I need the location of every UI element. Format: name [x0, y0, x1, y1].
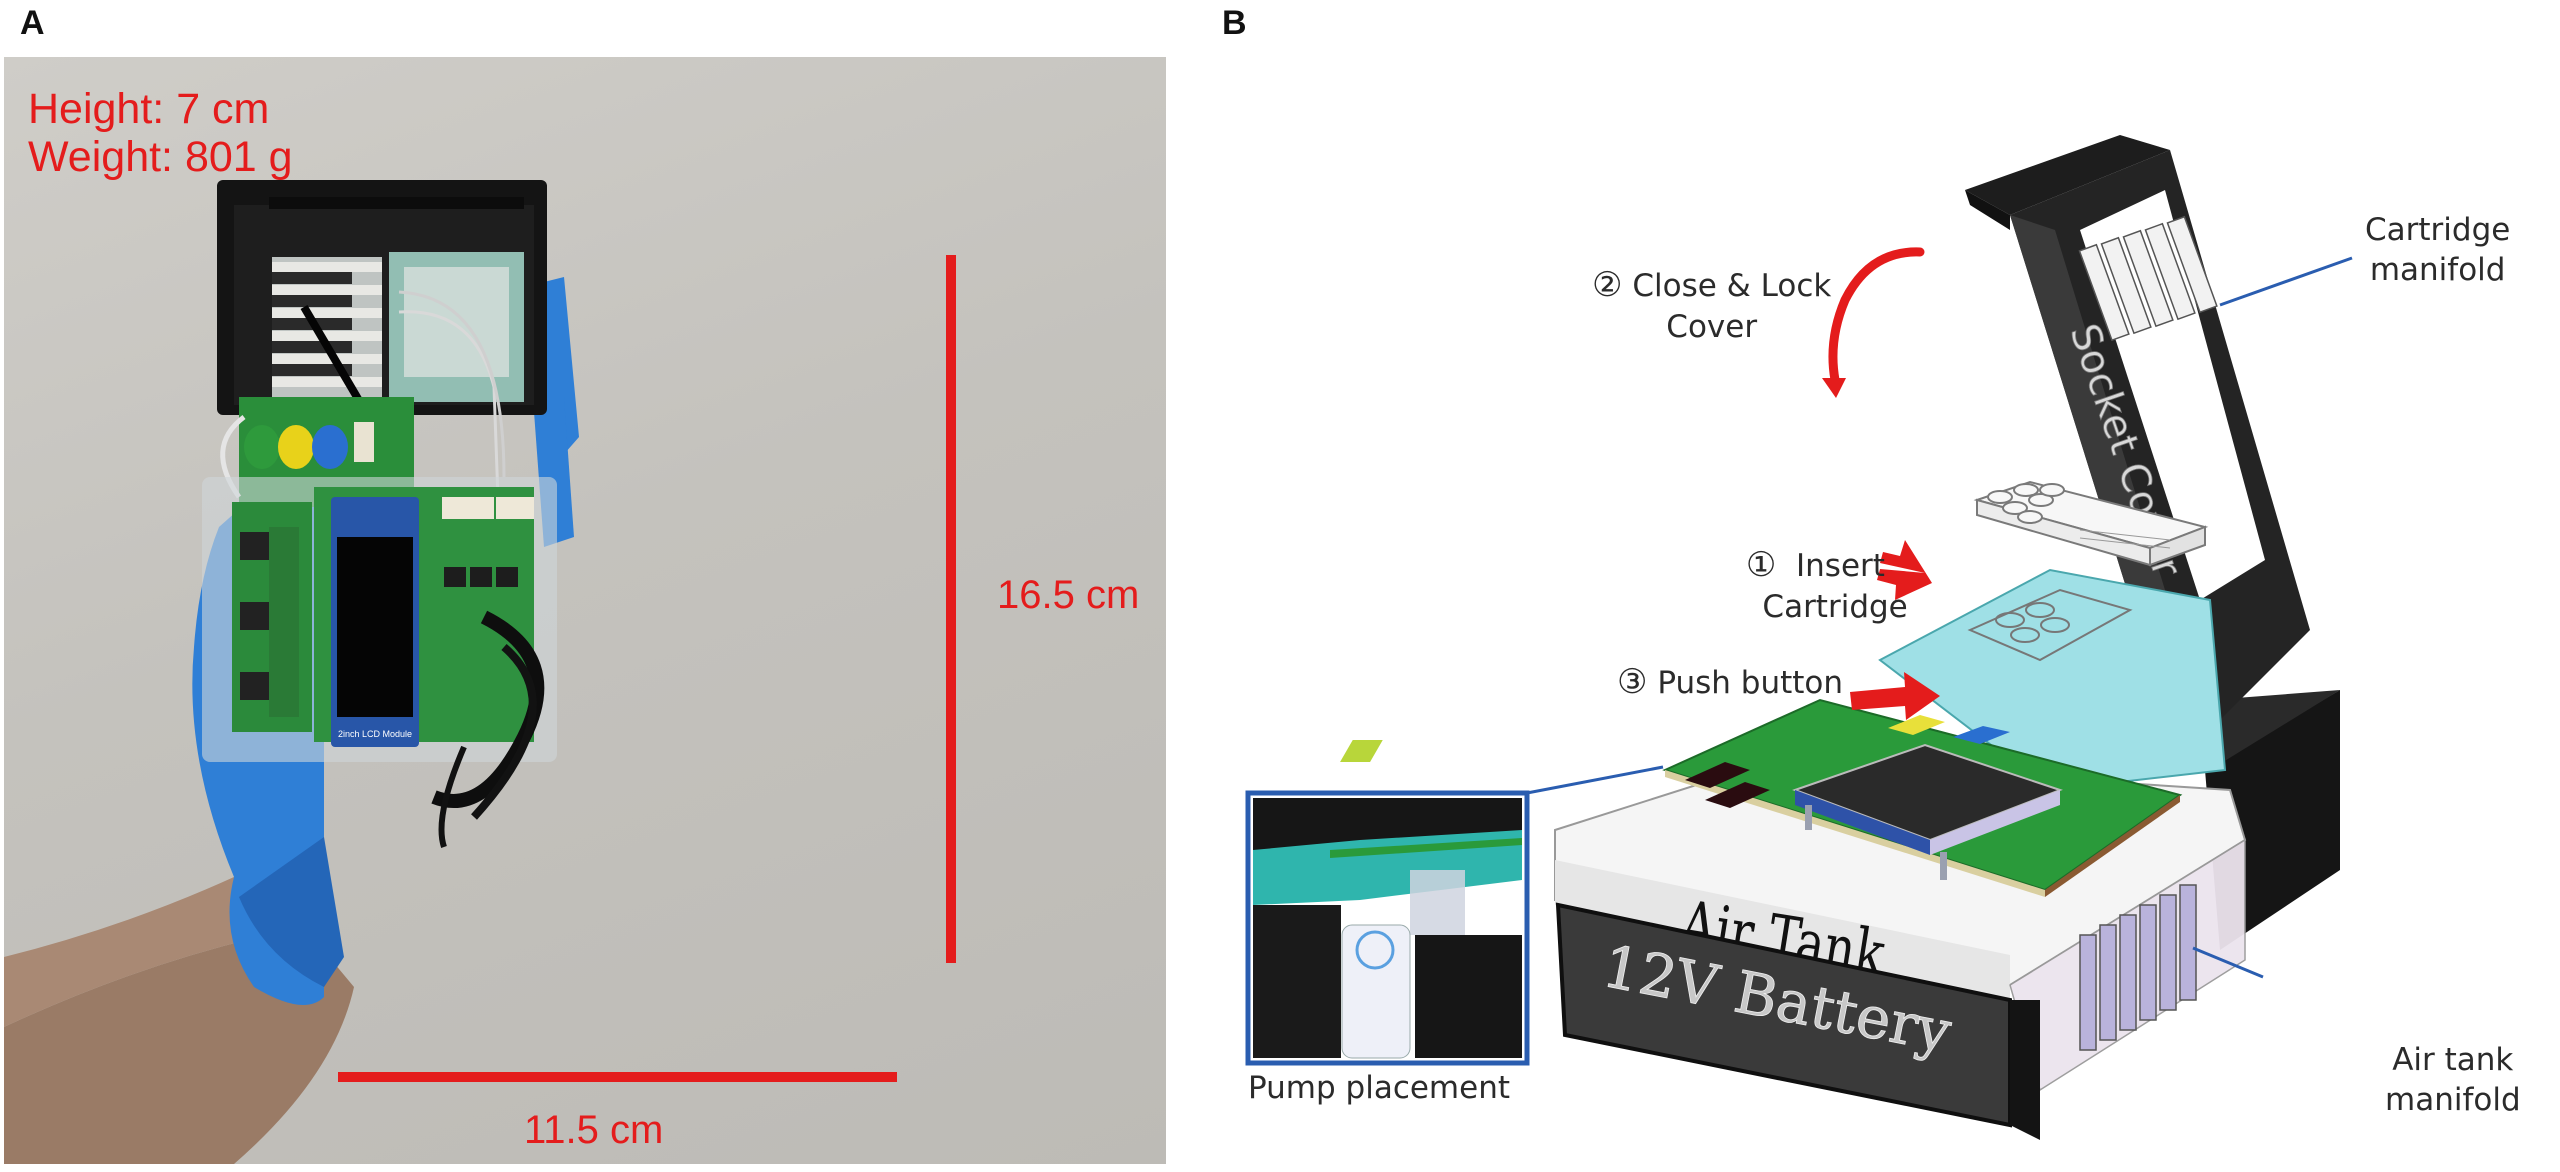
step-1-line1: Insert	[1796, 548, 1885, 584]
air-tank-manifold-line2: manifold	[2385, 1082, 2521, 1119]
docked-cartridge	[1967, 588, 2133, 662]
step-1-label: ① Insert Cartridge	[1723, 543, 1908, 627]
device-cad-illustration: Socket Cover Air Tank	[1245, 135, 2353, 1140]
cartridge-manifold-leader	[2219, 256, 2353, 307]
blue-button	[312, 425, 348, 469]
green-button	[244, 425, 280, 469]
weight-label: Weight: 801 g	[28, 133, 293, 181]
horizontal-dimension-label: 11.5 cm	[524, 1108, 664, 1152]
cartridge-manifold-label: Cartridge manifold	[2365, 210, 2510, 291]
vertical-dimension-label: 16.5 cm	[997, 573, 1140, 617]
air-tank-manifold-label: Air tank manifold	[2385, 1040, 2521, 1121]
leader-lines	[1526, 256, 2353, 979]
arrow-insert-cartridge	[1877, 540, 1932, 600]
step-3-number: ③	[1617, 662, 1648, 702]
height-label: Height: 7 cm	[28, 85, 270, 133]
step-1-line2: Cartridge	[1762, 589, 1908, 626]
air-tank-manifold-leader	[2192, 946, 2264, 979]
air-tank-manifold-line1: Air tank	[2392, 1042, 2514, 1078]
air-tank-manifold-cylinders	[2079, 884, 2197, 1051]
cartridge-manifold-line1: Cartridge	[2365, 212, 2511, 248]
pump-placement-inset	[1245, 790, 1530, 1066]
cartridge-manifold-cylinders	[2078, 215, 2218, 342]
cartridge-manifold-line2: manifold	[2369, 252, 2506, 289]
pump-inset-leader	[1526, 765, 1664, 795]
panel-b-letter: B	[1222, 4, 1247, 42]
step-2-number: ②	[1592, 265, 1623, 305]
arrow-close-cover	[1822, 247, 1925, 398]
step-3-line1: Push button	[1657, 665, 1844, 701]
loose-cartridge	[1973, 480, 2209, 567]
cartridge-holder	[217, 180, 547, 528]
main-board: 2inch LCD Module	[202, 477, 557, 762]
panel-a-letter: A	[20, 4, 45, 42]
device-photo-illustration: 2inch LCD Module	[4, 180, 956, 1164]
step-1-number: ①	[1745, 545, 1777, 585]
step-3-label: ③ Push button	[1617, 660, 1843, 704]
panel-a-photo: 2inch LCD Module Height: 7 cm Weight: 80…	[4, 57, 1166, 1164]
panel-b-diagram: Socket Cover Air Tank	[1180, 0, 2560, 1172]
yellow-button	[278, 425, 314, 469]
step-2-line2: Cover	[1666, 309, 1758, 346]
pump-placement-label: Pump placement	[1248, 1070, 1511, 1106]
width-dimension-line	[338, 1072, 897, 1082]
height-dimension-line	[946, 255, 956, 963]
lcd-module-label: 2inch LCD Module	[338, 729, 412, 739]
main-pcb	[1340, 698, 2183, 897]
battery-block: 12V Battery	[1555, 902, 2040, 1140]
arrow-push-button	[1850, 672, 1940, 720]
step-2-line1: Close & Lock	[1632, 268, 1832, 304]
step-2-label: ② Close & Lock Cover	[1592, 263, 1831, 347]
